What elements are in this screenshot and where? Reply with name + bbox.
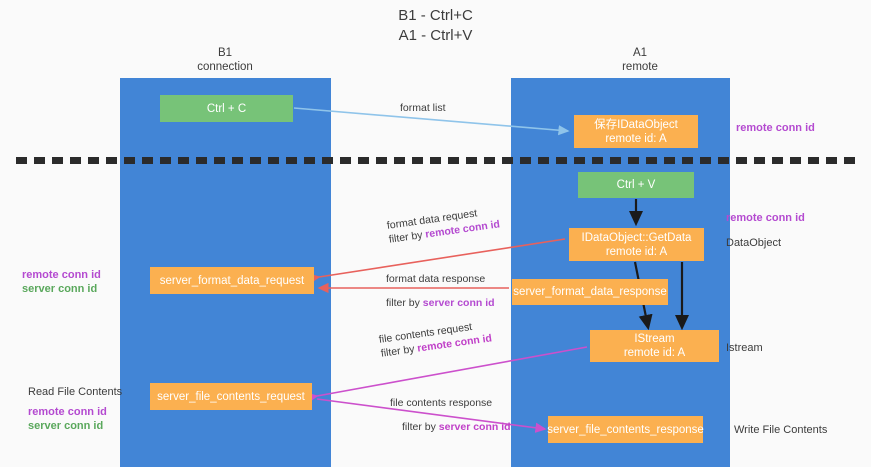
node-ctrl-c-label: Ctrl + C — [206, 102, 247, 115]
lane-header-b1: B1 connection — [150, 46, 300, 74]
side-label-conn-ids-mid: remote conn id server conn id — [22, 268, 101, 296]
node-store-idataobject-label: 保存IDataObject — [594, 118, 678, 131]
side-label-write-file-contents-text: Write File Contents — [734, 424, 828, 436]
node-istream-label: IStream — [634, 333, 675, 345]
lane-header-a1-subtitle: remote — [622, 61, 658, 73]
edge-label-format-data-response: format data response filter by server co… — [386, 272, 495, 310]
edge-label-format-data-response-line1: format data response — [386, 273, 486, 285]
side-label-server-conn-id-left-bottom: server conn id — [28, 420, 104, 432]
lane-header-a1-title: A1 — [632, 47, 648, 59]
node-server-format-data-request[interactable]: server_format_data_request — [150, 267, 314, 294]
side-label-write-file-contents: Write File Contents — [734, 423, 827, 437]
node-server-file-contents-response[interactable]: server_file_contents_response — [547, 416, 704, 443]
side-label-istream-text: Istream — [726, 342, 763, 354]
title-line-2: A1 - Ctrl+V — [398, 27, 473, 44]
edge-label-format-data-request: format data request filter by remote con… — [386, 203, 501, 246]
node-istream[interactable]: IStream remote id: A — [590, 330, 719, 362]
node-store-idataobject[interactable]: 保存IDataObject remote id: A — [574, 115, 698, 148]
filter-key: server conn id — [422, 297, 495, 309]
side-label-istream: Istream — [726, 341, 763, 355]
title-line-1: B1 - Ctrl+C — [398, 7, 473, 24]
edge-label-file-contents-response-line1: file contents response — [390, 397, 493, 409]
node-ctrl-c[interactable]: Ctrl + C — [160, 95, 293, 122]
filter-prefix: filter by — [402, 421, 439, 433]
node-ctrl-v[interactable]: Ctrl + V — [578, 172, 694, 198]
node-idataobject-getdata[interactable]: IDataObject::GetData remote id: A — [569, 228, 704, 261]
node-server-format-data-response[interactable]: server_format_data_response — [512, 279, 668, 305]
side-label-server-conn-id-left-mid: server conn id — [22, 283, 98, 295]
lane-header-b1-subtitle: connection — [197, 61, 253, 73]
node-server-file-contents-request[interactable]: server_file_contents_request — [150, 383, 312, 410]
node-server-format-data-request-label: server_format_data_request — [159, 274, 305, 287]
edge-label-format-list-text: format list — [400, 102, 446, 114]
phase-divider — [16, 157, 855, 164]
filter-prefix: filter by — [386, 297, 423, 309]
node-idataobject-getdata-sub: remote id: A — [605, 245, 668, 258]
node-server-format-data-response-label: server_format_data_response — [513, 286, 667, 298]
edge-label-file-contents-request: file contents request filter by remote c… — [378, 317, 493, 360]
edge-label-format-data-response-filter: filter by server conn id — [386, 296, 495, 310]
side-label-remote-conn-id-left-bottom: remote conn id — [28, 406, 107, 418]
filter-prefix: filter by — [388, 228, 427, 246]
filter-prefix: filter by — [380, 342, 419, 360]
side-label-dataobject: DataObject — [726, 236, 781, 250]
lane-header-b1-title: B1 — [217, 47, 233, 59]
node-server-file-contents-response-label: server_file_contents_response — [547, 423, 704, 436]
side-label-remote-conn-id-mid-text: remote conn id — [726, 212, 805, 224]
page-title: B1 - Ctrl+C A1 - Ctrl+V — [0, 6, 871, 46]
node-store-idataobject-sub: remote id: A — [605, 132, 667, 145]
node-server-file-contents-request-label: server_file_contents_request — [157, 390, 305, 403]
edge-label-format-list: format list — [400, 101, 446, 115]
side-label-remote-conn-id-top-text: remote conn id — [736, 122, 815, 134]
side-label-remote-conn-id-top: remote conn id — [736, 121, 815, 135]
filter-key: server conn id — [438, 421, 511, 433]
side-label-read-file-contents-text: Read File Contents — [28, 386, 123, 398]
side-label-remote-conn-id-mid: remote conn id — [726, 211, 805, 225]
side-label-remote-conn-id-left-mid: remote conn id — [22, 269, 101, 281]
edge-label-file-contents-response: file contents response filter by server … — [390, 396, 511, 434]
side-label-read-file-contents-group: Read File Contents remote conn id server… — [28, 385, 122, 433]
node-ctrl-v-label: Ctrl + V — [616, 179, 656, 191]
side-label-dataobject-text: DataObject — [726, 237, 782, 249]
lane-header-a1: A1 remote — [565, 46, 715, 74]
edge-label-file-contents-response-filter: filter by server conn id — [402, 420, 511, 434]
node-idataobject-getdata-label: IDataObject::GetData — [581, 231, 692, 244]
node-istream-sub: remote id: A — [623, 347, 686, 359]
